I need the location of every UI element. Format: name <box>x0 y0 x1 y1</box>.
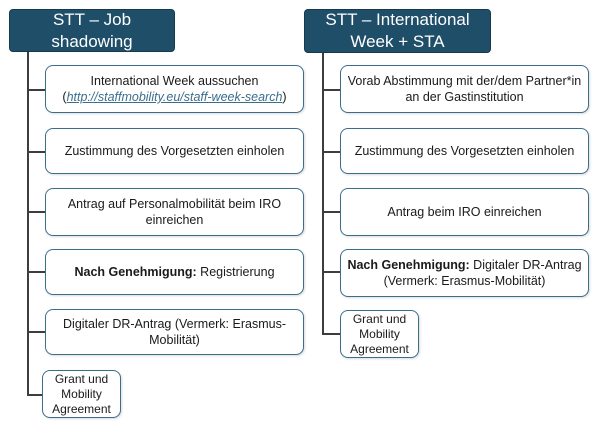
right-connector-branch <box>322 333 340 335</box>
left-step-4-rest: Registrierung <box>196 265 275 279</box>
left-step-1-text: International Week aussuchen <box>90 74 259 88</box>
right-step-5-text: Grant und Mobility Agreement <box>350 311 409 356</box>
left-step-2: Zustimmung des Vorgesetzten einholen <box>45 128 304 174</box>
left-connector-branch <box>27 331 45 333</box>
left-connector-branch <box>27 211 45 213</box>
right-step-2-text: Zustimmung des Vorgesetzten einholen <box>354 144 575 158</box>
left-step-4-bold: Nach Genehmigung: <box>74 265 197 279</box>
left-step-1-paren-open: ( <box>62 90 67 104</box>
right-step-4-text: Nach Genehmigung: Digitaler DR-Antrag (V… <box>347 257 582 289</box>
left-connector-branch <box>27 394 42 396</box>
left-step-3-text: Antrag auf Personalmobilität beim IRO ei… <box>67 197 282 227</box>
left-connector-trunk <box>27 51 29 395</box>
left-step-6-text: Grant und Mobility Agreement <box>52 371 111 416</box>
left-step-5-text: Digitaler DR-Antrag (Vermerk: Erasmus-Mo… <box>63 317 286 347</box>
right-connector-branch <box>322 89 340 91</box>
right-connector-branch <box>322 211 340 213</box>
left-connector-branch <box>27 89 45 91</box>
left-step-3: Antrag auf Personalmobilität beim IRO ei… <box>45 188 304 236</box>
right-step-4: Nach Genehmigung: Digitaler DR-Antrag (V… <box>340 249 589 297</box>
right-connector-trunk <box>322 53 324 334</box>
left-step-4: Nach Genehmigung: Registrierung <box>45 249 304 295</box>
left-header: STT – Job shadowing <box>9 9 175 52</box>
right-header: STT – International Week + STA <box>304 9 491 53</box>
right-connector-branch <box>322 151 340 153</box>
right-step-3: Antrag beim IRO einreichen <box>340 188 589 236</box>
right-step-2: Zustimmung des Vorgesetzten einholen <box>340 128 589 174</box>
left-step-1-link-line: (http://staffmobility.eu/staff-week-sear… <box>62 89 286 105</box>
left-connector-branch <box>27 271 45 273</box>
left-connector-branch <box>27 151 45 153</box>
right-connector-branch <box>322 271 340 273</box>
right-step-4-bold: Nach Genehmigung: <box>347 258 470 272</box>
left-step-1-paren-close: ) <box>282 90 287 104</box>
right-step-1: Vorab Abstimmung mit der/dem Partner*in … <box>340 65 589 113</box>
staff-week-search-link[interactable]: http://staffmobility.eu/staff-week-searc… <box>66 90 283 104</box>
right-step-4-rest: Digitaler DR-Antrag (Vermerk: Erasmus-Mo… <box>383 258 582 288</box>
left-step-6: Grant und Mobility Agreement <box>42 370 121 418</box>
left-step-4-text: Nach Genehmigung: Registrierung <box>74 264 274 280</box>
left-step-5: Digitaler DR-Antrag (Vermerk: Erasmus-Mo… <box>45 309 304 355</box>
right-step-5: Grant und Mobility Agreement <box>340 310 419 358</box>
left-step-2-text: Zustimmung des Vorgesetzten einholen <box>64 144 285 158</box>
left-step-1: International Week aussuchen (http://sta… <box>45 65 304 113</box>
right-step-3-text: Antrag beim IRO einreichen <box>387 205 542 219</box>
right-step-1-text: Vorab Abstimmung mit der/dem Partner*in … <box>347 74 582 104</box>
